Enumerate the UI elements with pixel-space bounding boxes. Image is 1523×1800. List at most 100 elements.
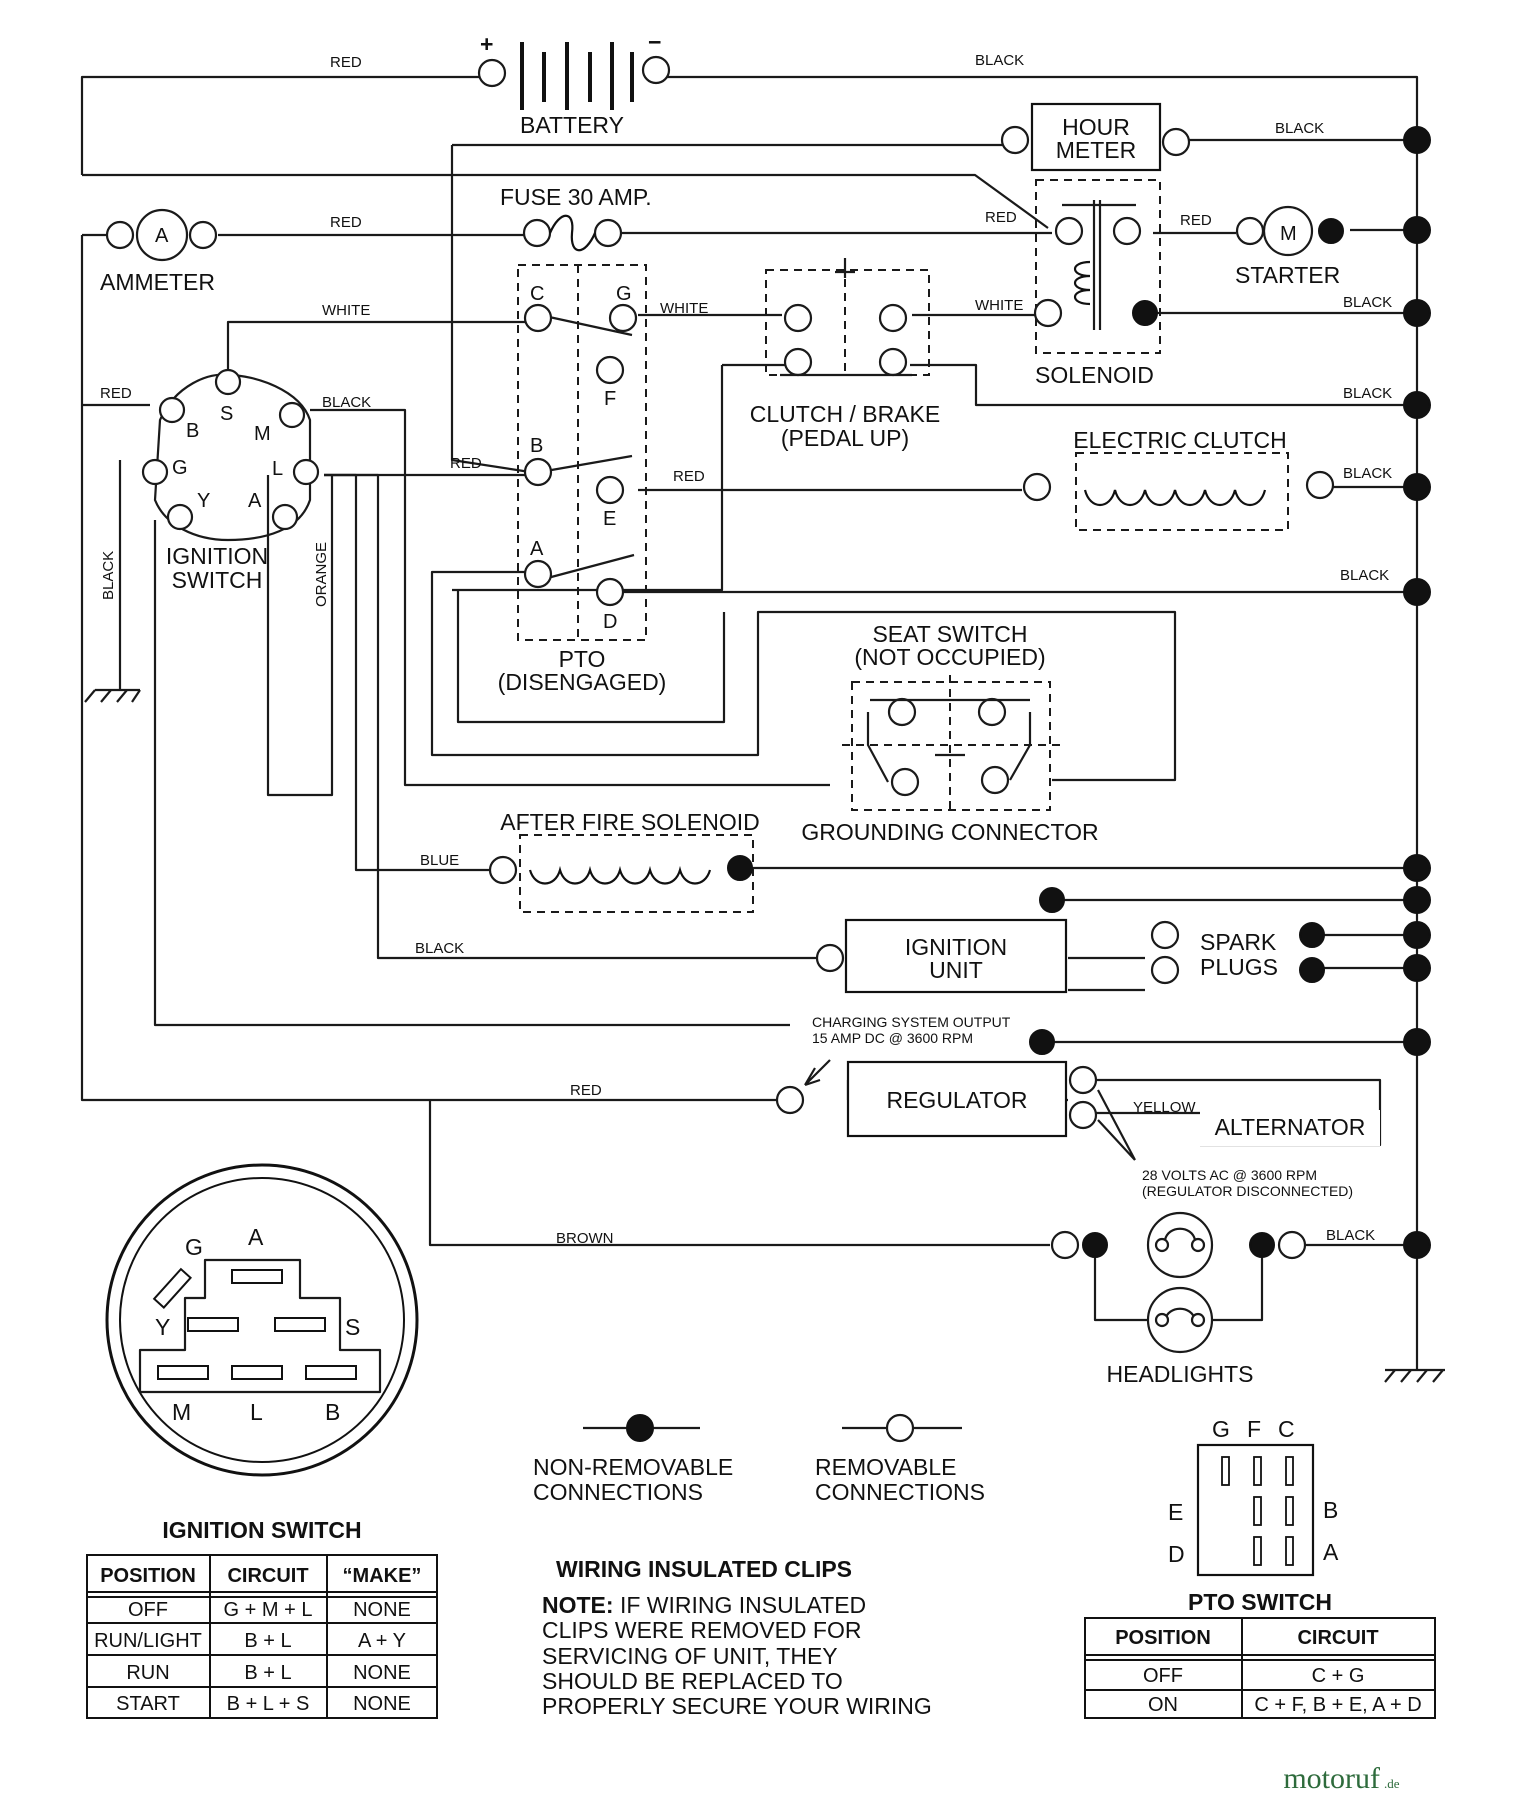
battery-symbol	[477, 42, 671, 110]
ammeter	[105, 208, 218, 262]
plug-letter: B	[325, 1399, 340, 1425]
ignition-unit-label: UNIT	[929, 957, 983, 983]
legend-labels: NON-REMOVABLE CONNECTIONS REMOVABLE CONN…	[533, 1454, 985, 1505]
plug-letter: M	[172, 1399, 191, 1425]
grounding-connector-label: GROUNDING CONNECTOR	[801, 819, 1098, 845]
clutch-brake-label: (PEDAL UP)	[781, 425, 909, 451]
ammeter-label: AMMETER	[100, 269, 215, 295]
pto-face-letter: A	[1323, 1539, 1339, 1565]
ignition-plug-face	[105, 1163, 419, 1477]
table-cell: NONE	[353, 1599, 411, 1621]
wire-label: BLACK	[415, 940, 464, 957]
wire-label: BLUE	[420, 852, 459, 869]
plug-letter: S	[345, 1314, 360, 1340]
electric-clutch-label: ELECTRIC CLUTCH	[1073, 427, 1286, 453]
wire-label: RED	[330, 214, 362, 231]
wiring-note: WIRING INSULATED CLIPS NOTE: IF WIRING I…	[542, 1556, 932, 1719]
right-bus-dots	[1403, 126, 1431, 1259]
solenoid-label: SOLENOID	[1035, 362, 1154, 388]
note-line: SERVICING OF UNIT, THEY	[542, 1643, 838, 1669]
table-cell: G + M + L	[224, 1599, 313, 1621]
wire-label: RED	[1180, 212, 1212, 229]
terminal-letter: G	[616, 283, 632, 305]
wire-label: RED	[673, 468, 705, 485]
plug-letter: A	[248, 1224, 264, 1250]
note-title: WIRING INSULATED CLIPS	[556, 1556, 852, 1582]
ignition-switch-body	[141, 368, 320, 542]
note-line: CLIPS WERE REMOVED FOR	[542, 1617, 861, 1643]
terminal-letter: M	[254, 423, 271, 445]
table-header: CIRCUIT	[1297, 1627, 1378, 1649]
wire-label: RED	[100, 385, 132, 402]
table-header: “MAKE”	[343, 1565, 422, 1587]
watermark-tld: .de	[1384, 1776, 1400, 1791]
after-fire-coil	[488, 855, 753, 885]
starter-label: STARTER	[1235, 262, 1340, 288]
wire-label: BLACK	[1343, 385, 1392, 402]
table-cell: B + L	[244, 1662, 291, 1684]
component-labels: + − BATTERY HOUR METER FUSE 30 AMP. A AM…	[100, 29, 1365, 1387]
terminal-letter: L	[272, 458, 283, 480]
electric-clutch-coil	[1022, 470, 1335, 507]
fuse-label: FUSE 30 AMP.	[500, 184, 652, 210]
seat-switch-label: (NOT OCCUPIED)	[854, 644, 1045, 670]
ignition-switch-label: SWITCH	[172, 567, 263, 593]
spark-plugs-label: PLUGS	[1200, 954, 1278, 980]
note-line: SHOULD BE REPLACED TO	[542, 1668, 843, 1694]
pto-face-letter: B	[1323, 1497, 1338, 1523]
regulator-label: REGULATOR	[886, 1087, 1027, 1113]
wire-color-labels: RED BLACK BLACK RED RED RED BLACK WHITE …	[100, 52, 1392, 1247]
pto-face-letter: C	[1278, 1416, 1295, 1442]
table-header: POSITION	[100, 1565, 196, 1587]
charging-note: CHARGING SYSTEM OUTPUT	[812, 1014, 1011, 1030]
wire-label: BLACK	[1275, 120, 1324, 137]
battery-plus-label: +	[480, 31, 493, 57]
table-cell: ON	[1148, 1694, 1178, 1716]
wires	[80, 75, 1445, 1383]
pto-label: PTO	[559, 646, 606, 672]
seat-switch	[866, 697, 1032, 797]
after-fire-solenoid-label: AFTER FIRE SOLENOID	[500, 809, 759, 835]
hour-meter-label: HOUR	[1062, 114, 1130, 140]
plug-face-letters: G A Y S M L B	[155, 1224, 360, 1425]
dashed-enclosures	[517, 179, 1289, 913]
terminal-letter: A	[248, 490, 262, 512]
ignition-unit	[815, 887, 1325, 994]
pto-switch-face	[1196, 1443, 1315, 1577]
wire-label: BLACK	[1326, 1227, 1375, 1244]
electric-clutch-enclosure	[1075, 452, 1289, 531]
table-cell: B + L	[244, 1630, 291, 1652]
pto-enclosure	[517, 264, 647, 641]
solenoid-symbol	[1033, 200, 1158, 330]
clutch-brake-enclosure	[765, 269, 930, 376]
table-title: PTO SWITCH	[1188, 1589, 1332, 1615]
wire-label: RED	[570, 1082, 602, 1099]
terminal-letter: G	[172, 457, 188, 479]
watermark-brand: motoruf	[1283, 1762, 1380, 1795]
solenoid-enclosure	[1035, 179, 1161, 354]
table-cell: START	[116, 1693, 180, 1715]
battery-minus-label: −	[648, 29, 661, 55]
terminal-letter: Y	[197, 490, 210, 512]
charging-note: 15 AMP DC @ 3600 RPM	[812, 1030, 973, 1046]
table-cell: B + L + S	[227, 1693, 310, 1715]
alternator-note: (REGULATOR DISCONNECTED)	[1142, 1183, 1353, 1199]
wire-label: WHITE	[322, 302, 370, 319]
wire-label: ORANGE	[313, 542, 330, 607]
table-cell: C + G	[1312, 1665, 1365, 1687]
wire-label: WHITE	[975, 297, 1023, 314]
headlights	[1050, 1211, 1307, 1354]
terminal-letter: B	[186, 420, 199, 442]
note-line: NOTE: IF WIRING INSULATED	[542, 1592, 866, 1618]
plug-letter: G	[185, 1234, 203, 1260]
terminal-letter: F	[604, 388, 616, 410]
pto-label: (DISENGAGED)	[498, 669, 667, 695]
pto-face-letter: F	[1247, 1416, 1261, 1442]
table-cell: C + F, B + E, A + D	[1254, 1694, 1421, 1716]
table-cell: OFF	[128, 1599, 168, 1621]
table-cell: OFF	[1143, 1665, 1183, 1687]
wire-label: BLACK	[1343, 294, 1392, 311]
ignition-table: IGNITION SWITCH POSITION CIRCUIT “MAKE” …	[94, 1517, 421, 1715]
regulator	[775, 1029, 1380, 1161]
